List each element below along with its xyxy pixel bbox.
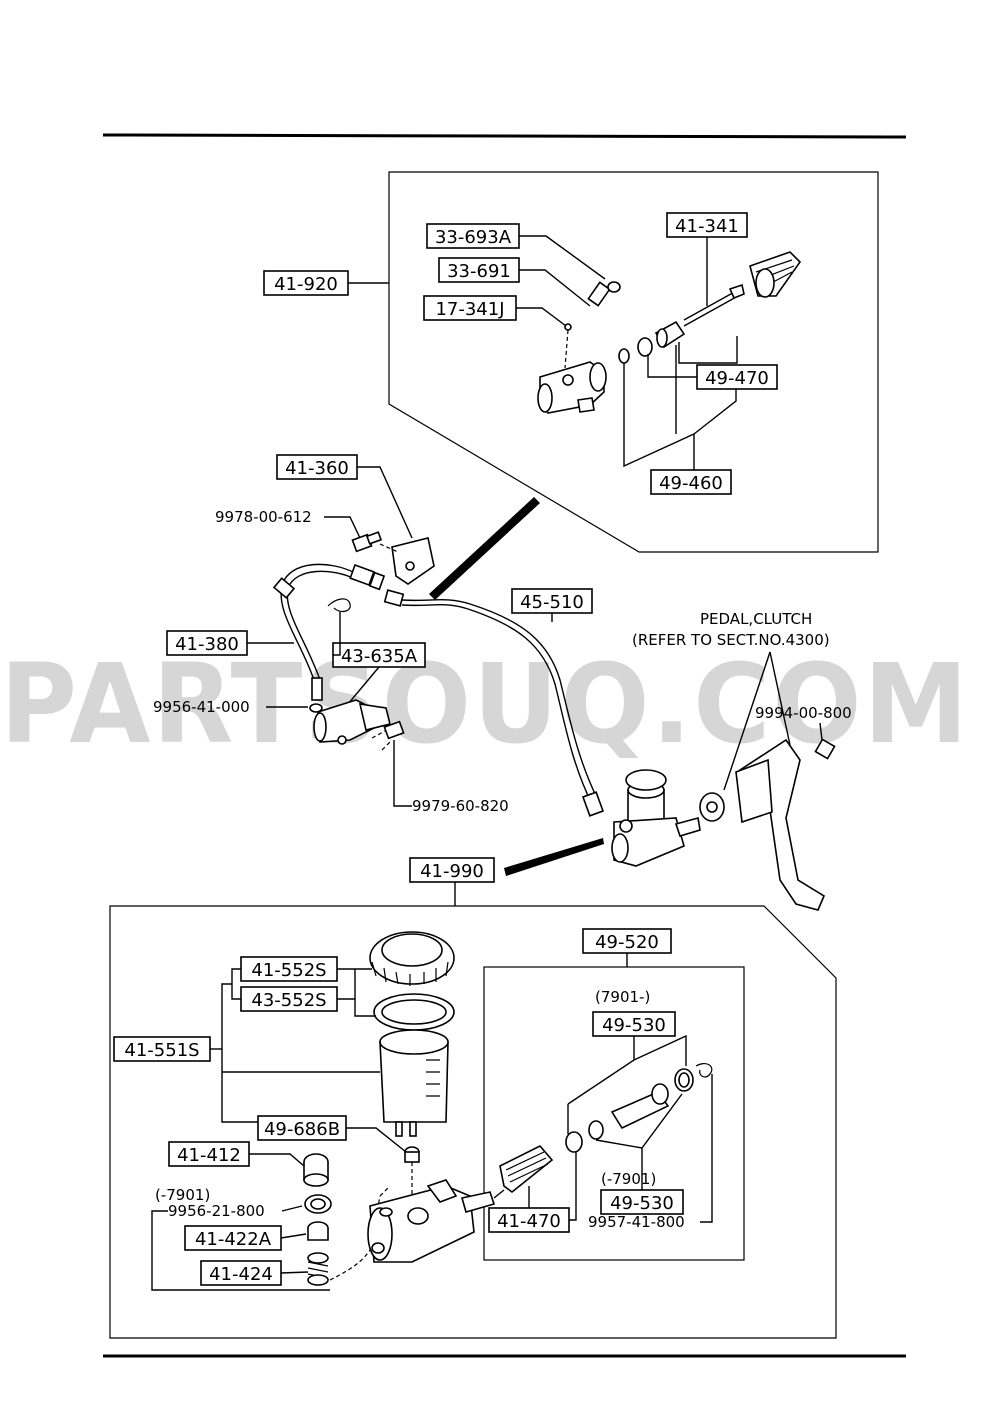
svg-text:45-510: 45-510 [520, 592, 584, 613]
label-41-990[interactable]: 41-990 [409, 857, 495, 883]
label-41-920[interactable]: 41-920 [263, 270, 349, 296]
num-9979-60-820: 9979-60-820 [412, 797, 509, 815]
inset-release-cylinder [388, 171, 879, 553]
bushing-icon [404, 1146, 420, 1163]
label-49-520[interactable]: 49-520 [582, 928, 672, 954]
svg-text:43-552S: 43-552S [251, 990, 326, 1011]
label-41-551S[interactable]: 41-551S [113, 1036, 211, 1062]
header-rule [102, 133, 907, 139]
svg-text:33-691: 33-691 [447, 261, 511, 282]
date-after: (7901-) [595, 988, 650, 1006]
master-cylinder-body-icon [367, 1179, 496, 1263]
hydraulic-pipe-icon [383, 589, 605, 817]
label-33-693A[interactable]: 33-693A [426, 223, 520, 249]
release-cylinder-main-icon [309, 699, 391, 745]
label-41-412[interactable]: 41-412 [168, 1141, 250, 1167]
flexible-hose-icon [272, 563, 386, 701]
pedal-note-line1: PEDAL,CLUTCH [700, 610, 812, 628]
bolt-icon [351, 531, 383, 553]
svg-text:43-635A: 43-635A [341, 646, 418, 667]
label-33-691[interactable]: 33-691 [438, 257, 520, 283]
label-49-530-upper[interactable]: 49-530 [592, 1011, 676, 1037]
pointer-arrow-2 [504, 838, 604, 876]
label-41-341[interactable]: 41-341 [666, 212, 748, 238]
svg-text:49-686B: 49-686B [264, 1119, 340, 1140]
svg-text:41-551S: 41-551S [124, 1040, 199, 1061]
clutch-pedal-icon [699, 738, 836, 911]
boot-icon [499, 1145, 554, 1194]
bleeder-screw-icon [564, 281, 621, 331]
num-9957-41-800: 9957-41-800 [588, 1213, 685, 1231]
label-45-510[interactable]: 45-510 [511, 588, 593, 614]
num-9978-00-612: 9978-00-612 [215, 508, 312, 526]
push-rod-icon [683, 283, 745, 327]
piston-kit-icon [618, 320, 686, 364]
label-17-341J[interactable]: 17-341J [423, 295, 517, 321]
pedal-note-line2: (REFER TO SECT.NO.4300) [632, 631, 830, 649]
seal-ring-icon [304, 1194, 332, 1214]
label-41-424[interactable]: 41-424 [200, 1260, 282, 1286]
svg-text:41-360: 41-360 [285, 458, 349, 479]
label-49-530-lower[interactable]: 49-530 [600, 1189, 684, 1215]
svg-text:41-422A: 41-422A [195, 1229, 272, 1250]
release-cylinder-icon [537, 361, 607, 414]
svg-text:17-341J: 17-341J [435, 299, 504, 320]
label-49-686B[interactable]: 49-686B [257, 1115, 347, 1141]
svg-text:41-341: 41-341 [675, 216, 739, 237]
repair-kit-box [483, 966, 745, 1261]
dust-boot-icon [749, 251, 802, 298]
clip-icon [327, 598, 351, 613]
bolt-lower-icon [383, 720, 405, 740]
svg-text:41-380: 41-380 [175, 634, 239, 655]
check-valve-icon [307, 1221, 329, 1241]
reservoir-body-icon [379, 1029, 449, 1137]
svg-text:41-470: 41-470 [497, 1211, 561, 1232]
svg-text:33-693A: 33-693A [435, 227, 512, 248]
label-41-470[interactable]: 41-470 [488, 1207, 570, 1233]
date-before-left: (-7901) [155, 1186, 210, 1204]
inset-master-cylinder [109, 905, 837, 1339]
connector-icon [303, 1153, 329, 1187]
svg-text:41-412: 41-412 [177, 1145, 241, 1166]
date-before-right: (-7901) [601, 1170, 656, 1188]
svg-text:49-530: 49-530 [610, 1193, 674, 1214]
label-41-422A[interactable]: 41-422A [184, 1225, 282, 1251]
reservoir-cap-icon [369, 931, 455, 1031]
svg-text:49-520: 49-520 [595, 932, 659, 953]
svg-text:41-552S: 41-552S [251, 960, 326, 981]
svg-text:49-460: 49-460 [659, 473, 723, 494]
label-43-552S[interactable]: 43-552S [240, 986, 338, 1012]
pointer-arrow [429, 497, 540, 600]
label-41-552S[interactable]: 41-552S [240, 956, 338, 982]
num-9956-41-000: 9956-41-000 [153, 698, 250, 716]
label-41-360[interactable]: 41-360 [276, 454, 358, 480]
label-43-635A[interactable]: 43-635A [332, 642, 426, 668]
label-49-460[interactable]: 49-460 [650, 469, 732, 495]
watermark: PARTSOUQ.COM [0, 640, 970, 768]
svg-text:41-920: 41-920 [274, 274, 338, 295]
svg-text:41-990: 41-990 [420, 861, 484, 882]
svg-text:41-424: 41-424 [209, 1264, 273, 1285]
num-9956-21-800: 9956-21-800 [168, 1202, 265, 1220]
svg-text:49-530: 49-530 [602, 1015, 666, 1036]
piston-cups-icon [565, 1062, 713, 1153]
label-49-470[interactable]: 49-470 [696, 364, 778, 390]
num-9994-00-800: 9994-00-800 [755, 704, 852, 722]
spring-icon [307, 1252, 329, 1286]
label-41-380[interactable]: 41-380 [166, 630, 248, 656]
bracket-icon [379, 537, 435, 585]
master-cylinder-main-icon [611, 769, 701, 867]
svg-text:49-470: 49-470 [705, 368, 769, 389]
